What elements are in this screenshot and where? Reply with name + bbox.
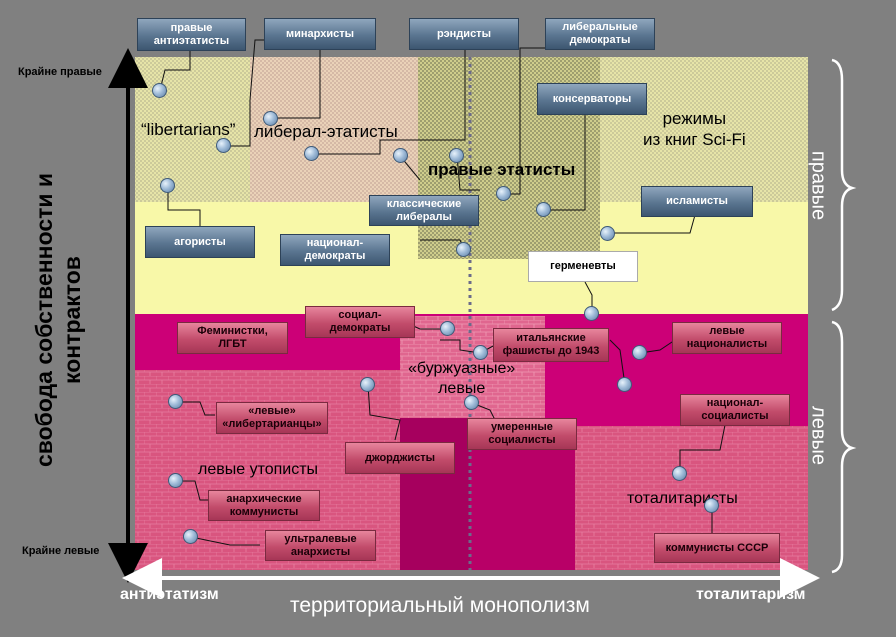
box-ultralevye-anarhisty: ультралевые анархисты bbox=[265, 530, 376, 561]
region-scifi: режимы из книг Sci-Fi bbox=[643, 109, 746, 149]
box-dzhordzhisty: джорджисты bbox=[345, 442, 455, 474]
dot-kommunisty-sssr bbox=[704, 498, 719, 513]
x-axis-right-label: тоталитаризм bbox=[696, 586, 806, 603]
x-axis-left-label: антиэтатизм bbox=[120, 586, 219, 603]
dot-agoristy bbox=[160, 178, 175, 193]
box-social-demokraty: социал- демократы bbox=[305, 306, 415, 338]
right-side-label: правые bbox=[807, 150, 830, 221]
right-brace-bottom bbox=[831, 320, 857, 574]
dot-minarhisty bbox=[263, 111, 278, 126]
box-klassicheskie-liberaly: классические либералы bbox=[369, 195, 479, 226]
box-konservatory: консерваторы bbox=[537, 83, 647, 115]
box-kommunisty-sssr: коммунисты СССР bbox=[654, 533, 780, 563]
box-germenevty: герменевты bbox=[528, 251, 638, 282]
dot-germenevty bbox=[584, 306, 599, 321]
y-axis-bottom-label: Крайне левые bbox=[22, 545, 100, 557]
dot-nacional-demokraty bbox=[456, 242, 471, 257]
dot-nacional-socialisty bbox=[672, 466, 687, 481]
region-liberal-etatists: либерал-этатисты bbox=[254, 122, 398, 141]
box-italyanskie-fashisty: итальянские фашисты до 1943 bbox=[493, 328, 609, 362]
libertarian-area bbox=[135, 57, 250, 202]
dot-social-demokraty bbox=[440, 321, 455, 336]
box-minarhisty: минархисты bbox=[264, 18, 376, 50]
right-brace-top bbox=[831, 58, 857, 312]
box-islamisty: исламисты bbox=[641, 186, 753, 217]
box-nacional-socialisty: национал- социалисты bbox=[680, 394, 790, 426]
scifi-area bbox=[600, 57, 808, 202]
box-nacional-demokraty: национал- демократы bbox=[280, 234, 390, 266]
dot-libertarians bbox=[216, 138, 231, 153]
dot-fashisty-2 bbox=[617, 377, 632, 392]
dot-islamisty bbox=[600, 226, 615, 241]
box-feministki: Феминистки, ЛГБТ bbox=[177, 322, 288, 354]
box-levye-nacionalisty: левые националисты bbox=[672, 322, 782, 354]
dot-liberalnye-demokraty bbox=[496, 186, 511, 201]
dot-levye-nacionalisty bbox=[632, 345, 647, 360]
box-rendisty: рэндисты bbox=[409, 18, 519, 50]
box-anarhicheskie-kommunisty: анархические коммунисты bbox=[208, 490, 320, 521]
dot-liberal-etatists bbox=[304, 146, 319, 161]
box-levye-libertariancy: «левые» «либертарианцы» bbox=[216, 402, 328, 434]
dot-ultralevye-anarhisty bbox=[183, 529, 198, 544]
left-side-label: левые bbox=[807, 406, 830, 465]
region-totalitarians: тоталитаристы bbox=[627, 490, 738, 507]
x-axis-title: территориальный монополизм bbox=[290, 594, 590, 617]
dot-rendisty bbox=[449, 148, 464, 163]
region-bourgeois-left: «буржуазные» левые bbox=[408, 360, 516, 397]
region-right-etatists: правые этатисты bbox=[428, 160, 576, 179]
dot-umerennye-socialisty bbox=[464, 395, 479, 410]
dot-italyanskie-fashisty bbox=[473, 345, 488, 360]
dot-dzhordzhisty bbox=[360, 377, 375, 392]
dot-klassicheskie-1 bbox=[393, 148, 408, 163]
y-axis-top-label: Крайне правые bbox=[18, 66, 102, 78]
y-axis-title: свобода собственности и контрактов bbox=[31, 172, 85, 468]
region-left-utopists: левые утописты bbox=[198, 461, 319, 478]
dot-levye-libertariancy bbox=[168, 394, 183, 409]
dot-konservatory bbox=[536, 202, 551, 217]
dot-pravye-antietatisty bbox=[152, 83, 167, 98]
box-umerennye-socialisty: умеренные социалисты bbox=[467, 418, 577, 450]
box-pravye-antietatisty: правые антиэтатисты bbox=[137, 18, 246, 51]
region-libertarians: “libertarians” bbox=[141, 120, 236, 139]
dot-anarhicheskie-kommunisty bbox=[168, 473, 183, 488]
box-agoristy: агористы bbox=[145, 226, 255, 258]
liberal-etatist-area bbox=[250, 57, 418, 202]
box-liberalnye-demokraty: либеральные демократы bbox=[545, 18, 655, 50]
